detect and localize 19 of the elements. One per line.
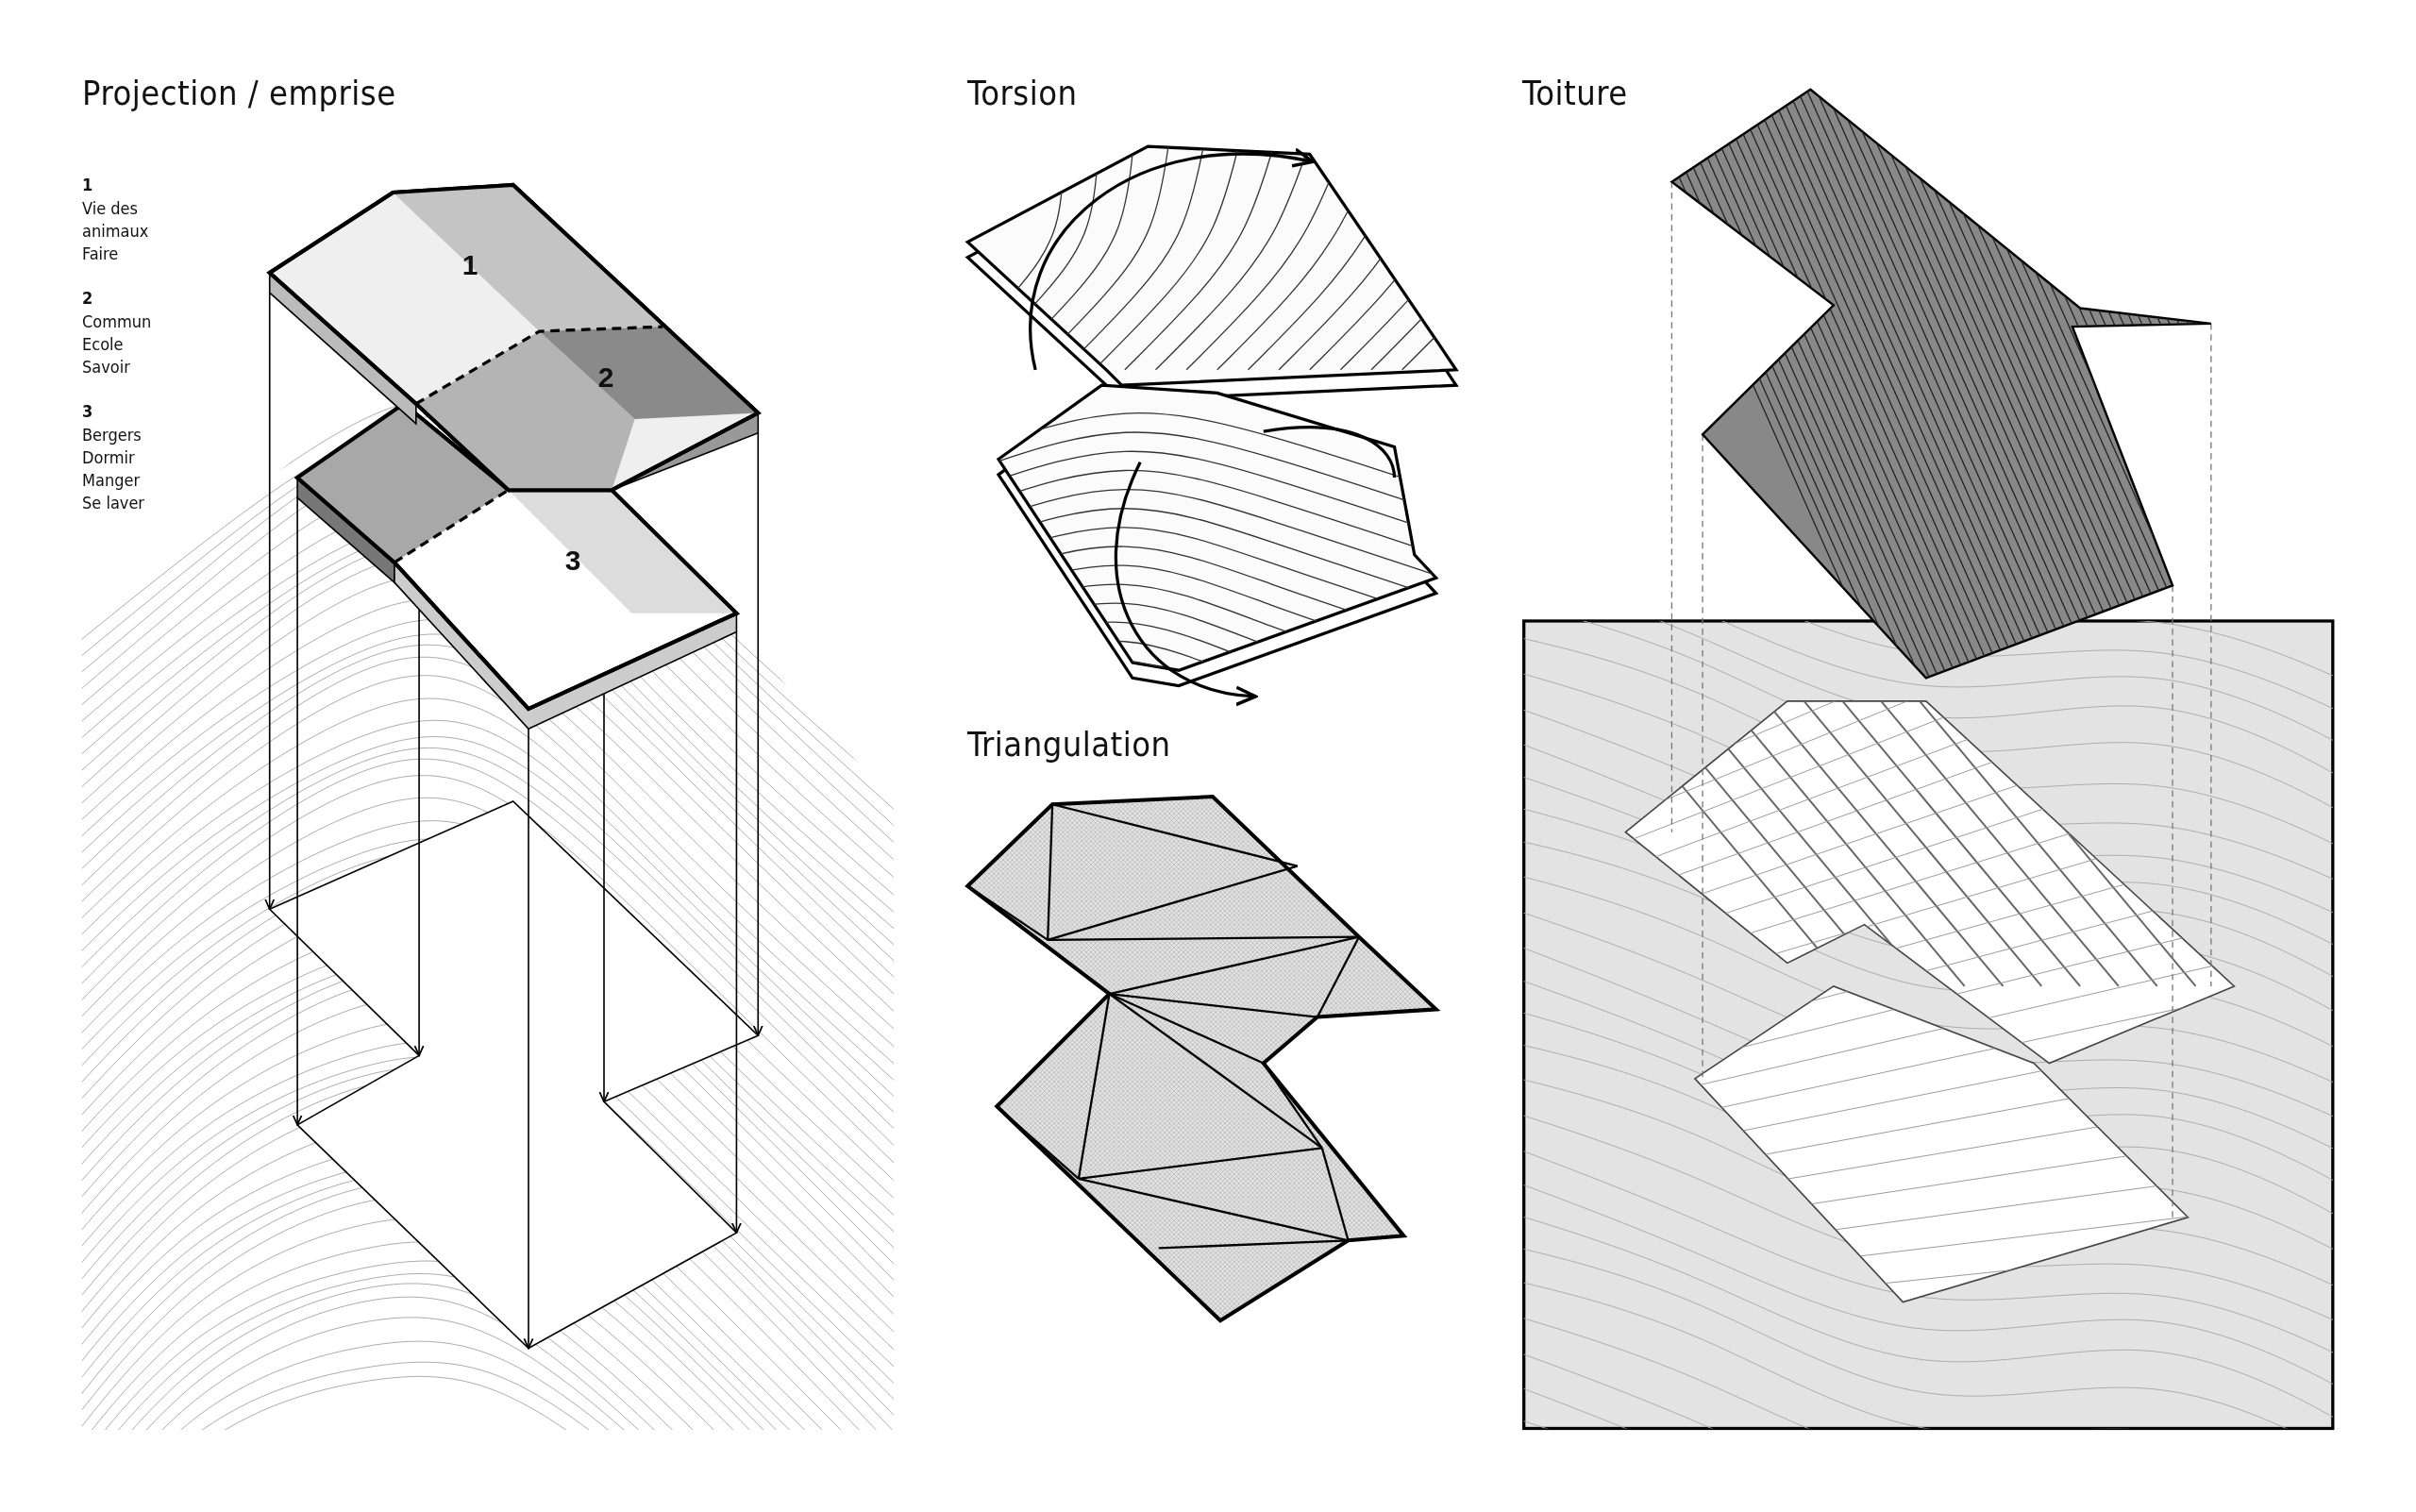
legend-text: Bergers xyxy=(82,424,142,446)
legend-text: Savoir xyxy=(82,356,130,378)
panel-title: Triangulation xyxy=(967,725,1171,764)
legend-number: 2 xyxy=(82,288,93,308)
volume-number: 1 xyxy=(461,249,478,281)
legend-number: 1 xyxy=(82,175,93,194)
legend-text: Commun xyxy=(82,311,152,333)
legend-text: Vie des animaux xyxy=(82,197,150,243)
panel-title: Toiture xyxy=(1522,74,1628,112)
legend-text: Ecole xyxy=(82,333,124,356)
volume-number: 2 xyxy=(597,361,614,394)
panel-title: Projection / emprise xyxy=(82,74,396,112)
legend-text: Se laver xyxy=(82,492,144,514)
legend-text: Manger xyxy=(82,469,141,492)
legend-text: Faire xyxy=(82,243,119,265)
legend-number: 3 xyxy=(82,401,93,421)
legend-text: Dormir xyxy=(82,446,135,469)
panel-title: Torsion xyxy=(967,74,1078,112)
volume-number: 3 xyxy=(564,545,581,577)
